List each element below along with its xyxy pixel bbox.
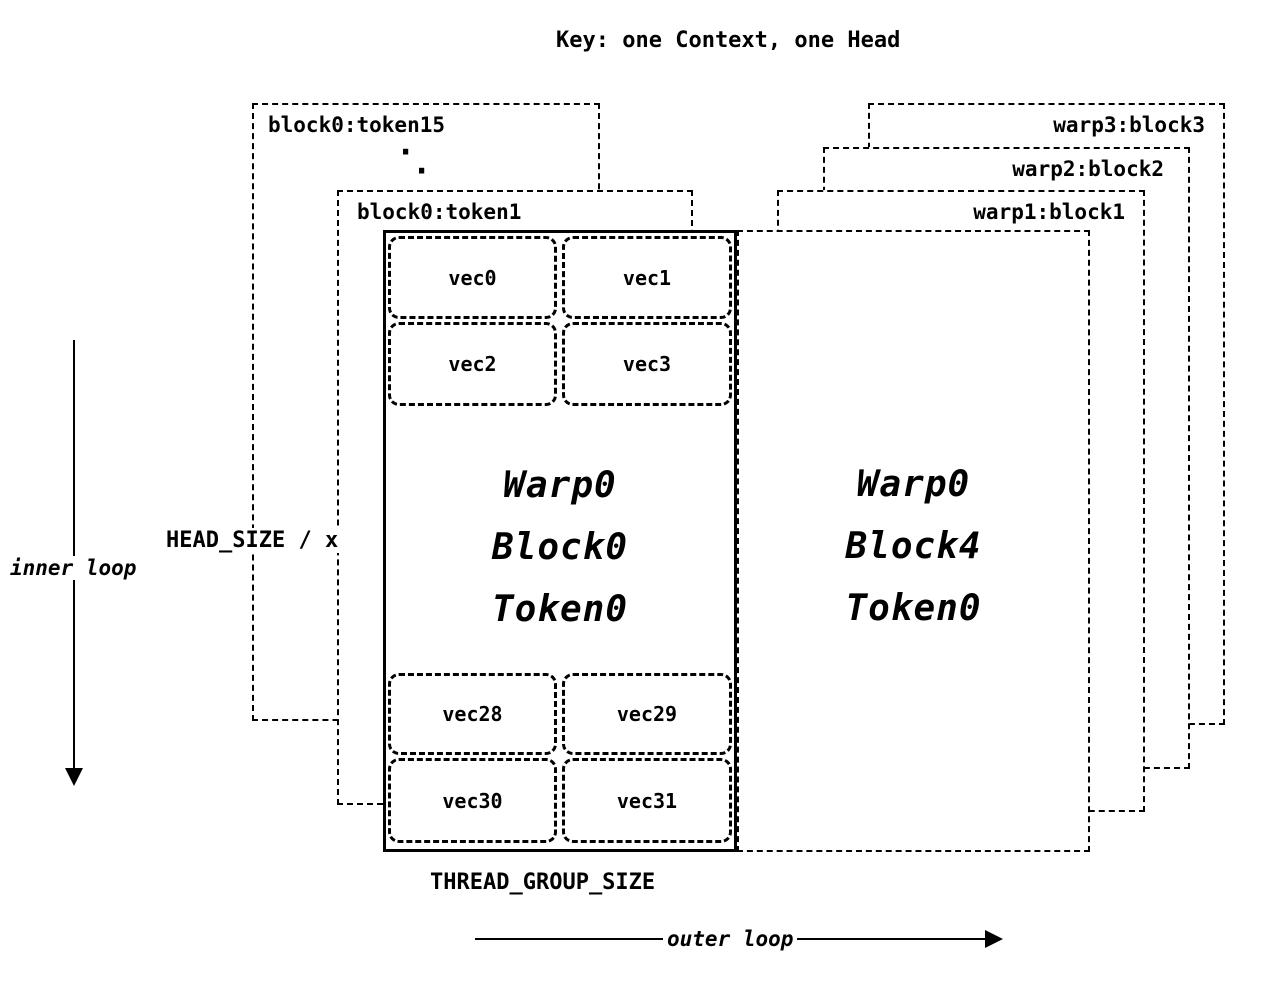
block0-token15-label: block0:token15 bbox=[268, 113, 446, 137]
block0-token1-label: block0:token1 bbox=[357, 200, 522, 224]
vec-label: vec2 bbox=[448, 352, 497, 376]
caption-line: Warp0 bbox=[503, 465, 617, 506]
warp2-block2-label: warp2:block2 bbox=[1012, 157, 1164, 181]
vec-label: vec3 bbox=[622, 352, 672, 376]
vec3-box: vec3 bbox=[562, 322, 732, 406]
vec-label: vec0 bbox=[448, 265, 497, 290]
inner-loop-arrow-line bbox=[73, 340, 75, 770]
warp3-block3-label: warp3:block3 bbox=[1053, 113, 1205, 137]
warp1-block1-label: warp1:block1 bbox=[973, 200, 1125, 224]
vec-label: vec1 bbox=[622, 265, 672, 290]
caption-line: Warp0 bbox=[856, 464, 971, 505]
vec-label: vec30 bbox=[442, 788, 503, 813]
caption-line: Block4 bbox=[845, 526, 982, 567]
vec-label: vec31 bbox=[616, 788, 678, 813]
warp0-block4-caption: Warp0 Block4 Token0 bbox=[739, 454, 1088, 640]
vec-label: vec28 bbox=[442, 702, 503, 726]
vec28-box: vec28 bbox=[388, 673, 557, 755]
outer-loop-arrowhead-icon bbox=[985, 930, 1003, 948]
vec2-box: vec2 bbox=[388, 322, 557, 406]
caption-line: Block0 bbox=[491, 527, 629, 568]
caption-line: Token0 bbox=[845, 588, 982, 629]
caption-line: Token0 bbox=[491, 589, 629, 630]
vec-label: vec29 bbox=[616, 702, 678, 726]
warp0-block0-token0-box: vec0 vec1 vec2 vec3 Warp0 Block0 Token0 … bbox=[383, 230, 737, 852]
diagram-title: Key: one Context, one Head bbox=[556, 28, 901, 53]
outer-loop-label: outer loop bbox=[663, 927, 798, 951]
thread-group-size-label: THREAD_GROUP_SIZE bbox=[427, 870, 659, 895]
vec29-box: vec29 bbox=[562, 673, 732, 755]
vec1-box: vec1 bbox=[562, 236, 732, 319]
warp0-block0-caption: Warp0 Block0 Token0 bbox=[386, 455, 734, 641]
vec0-box: vec0 bbox=[388, 236, 557, 319]
warp0-block4-token0-box: Warp0 Block4 Token0 bbox=[737, 230, 1090, 852]
inner-loop-label: inner loop bbox=[6, 556, 141, 580]
ellipsis-dot: · bbox=[412, 152, 432, 190]
ellipsis-dot: · bbox=[396, 133, 416, 171]
head-size-label: HEAD_SIZE / x bbox=[163, 528, 342, 553]
inner-loop-arrowhead-icon bbox=[65, 768, 83, 786]
vec31-box: vec31 bbox=[562, 758, 732, 843]
vec30-box: vec30 bbox=[388, 758, 557, 843]
